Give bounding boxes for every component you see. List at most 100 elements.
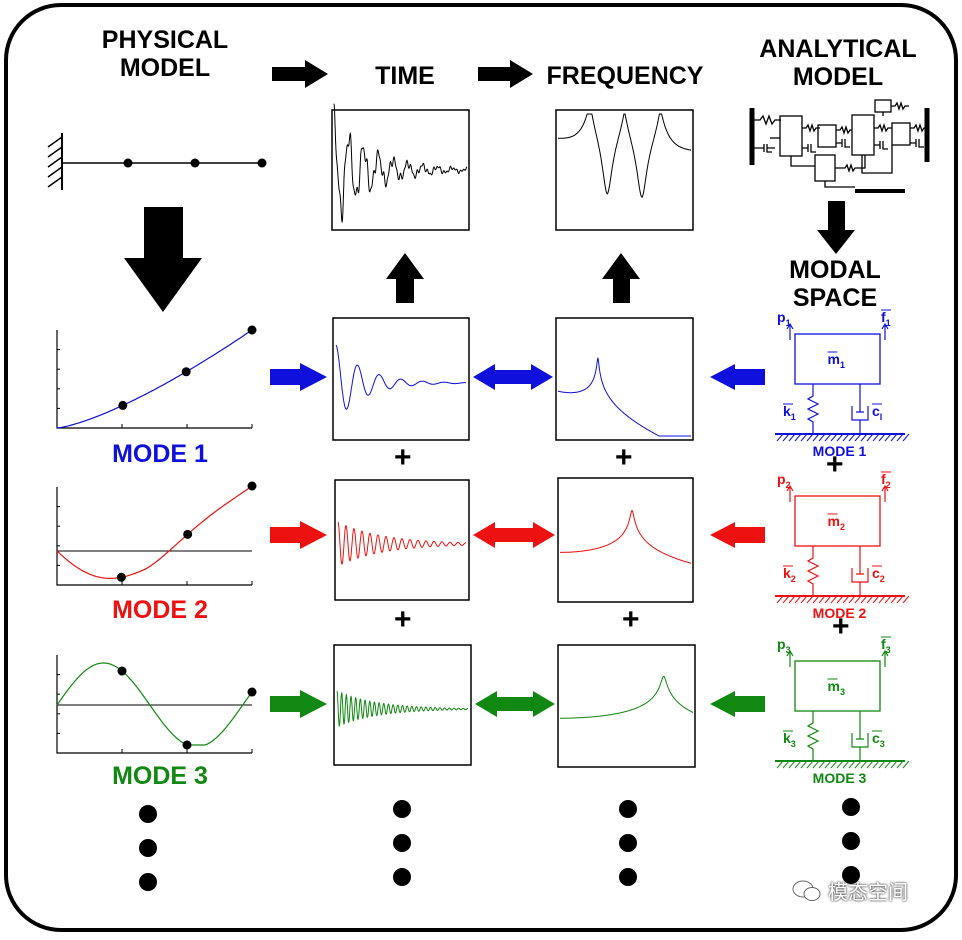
plus-sign-modal-2: + bbox=[832, 610, 850, 643]
sdof-label-c: cl bbox=[872, 403, 882, 422]
mode-double-arrow bbox=[475, 691, 555, 717]
sdof-label-f-sub: 2 bbox=[886, 480, 891, 490]
mode-2-label: MODE 2 bbox=[112, 596, 208, 624]
header-physical-model-line2: MODEL bbox=[119, 54, 211, 82]
sdof-ground-hatch bbox=[812, 595, 820, 604]
mode-frequency-curve bbox=[560, 509, 692, 564]
summed-time-response-box bbox=[331, 109, 470, 231]
sdof-ground-hatch bbox=[794, 433, 802, 442]
beam-node bbox=[123, 158, 133, 168]
sdof-ground-hatch bbox=[842, 595, 850, 604]
sdof-ground-hatch bbox=[854, 595, 862, 604]
sdof-ground-hatch bbox=[860, 760, 868, 769]
sdof-ground-hatch bbox=[902, 595, 910, 604]
sdof-ground-hatch bbox=[830, 433, 838, 442]
sdof-spring bbox=[806, 711, 820, 761]
mode-arrow-to-time bbox=[270, 521, 327, 549]
beam-node bbox=[190, 158, 200, 168]
sdof-label-m: m2 bbox=[828, 513, 845, 532]
sdof-ground-hatch bbox=[854, 760, 862, 769]
plus-sign-freq-1: + bbox=[615, 441, 633, 474]
sdof-mass-block bbox=[794, 660, 881, 712]
sdof-ground-hatch bbox=[782, 760, 790, 769]
sdof-spring bbox=[806, 384, 820, 434]
sdof-ground-hatch bbox=[782, 433, 790, 442]
sdof-ground-hatch bbox=[806, 433, 814, 442]
outer-frame bbox=[4, 3, 958, 932]
watermark-text: 模态空间 bbox=[828, 882, 908, 904]
mode-shape-axes bbox=[56, 487, 252, 586]
sdof-ground-hatch bbox=[884, 760, 892, 769]
sdof-label-p-sub: 2 bbox=[786, 480, 791, 490]
analytical-down-arrow bbox=[817, 201, 855, 254]
watermark: 模态空间 bbox=[792, 876, 908, 905]
sdof-label-k: k2 bbox=[783, 565, 796, 584]
summed-time-curve bbox=[333, 103, 468, 224]
header-modal-space-line1: MODAL bbox=[789, 256, 881, 284]
ellipsis-frequency bbox=[619, 800, 639, 902]
sdof-label-f-sub: 3 bbox=[886, 645, 891, 655]
sdof-label-f: f2 bbox=[881, 471, 891, 490]
header-physical-model: PHYSICAL MODEL bbox=[70, 26, 260, 82]
sdof-label-p-sub: 1 bbox=[786, 318, 791, 328]
mode-arrow-from-modal bbox=[710, 364, 765, 390]
beam-node bbox=[257, 158, 267, 168]
sdof-ground-hatch bbox=[866, 760, 874, 769]
sdof-label-p-sub: 3 bbox=[786, 645, 791, 655]
wechat-icon bbox=[792, 880, 821, 901]
sdof-mode-caption: MODE 2 bbox=[813, 605, 867, 621]
sdof-ground-hatch bbox=[884, 433, 892, 442]
sdof-label-c-sub: l bbox=[880, 412, 883, 422]
sdof-label-f-sub: 1 bbox=[886, 318, 891, 328]
mode-1-label: MODE 1 bbox=[112, 440, 208, 468]
sdof-label-c-sub: 2 bbox=[880, 574, 885, 584]
sdof-ground-hatch bbox=[830, 595, 838, 604]
sdof-ground-hatch bbox=[812, 433, 820, 442]
sdof-ground-hatch bbox=[800, 595, 808, 604]
sdof-ground-hatch bbox=[878, 433, 886, 442]
mode-shape-curve bbox=[56, 329, 253, 429]
sdof-force-arrow-p bbox=[786, 649, 794, 667]
sdof-ground-hatch bbox=[794, 595, 802, 604]
header-analytical-model-line2: MODEL bbox=[792, 63, 884, 91]
sdof-label-m: m1 bbox=[828, 351, 845, 370]
sdof-ground-hatch bbox=[836, 760, 844, 769]
sdof-label-k-sub: 2 bbox=[791, 574, 796, 584]
mode-shape-node bbox=[183, 529, 193, 539]
sdof-label-k: k3 bbox=[783, 730, 796, 749]
sdof-mass-block bbox=[794, 495, 881, 547]
mode-shape-node bbox=[117, 666, 127, 676]
mode-frequency-curve bbox=[560, 675, 694, 719]
sdof-label-f: f1 bbox=[881, 309, 891, 328]
sdof-ground-hatch bbox=[902, 760, 910, 769]
sdof-ground-hatch bbox=[872, 760, 880, 769]
header-frequency: FREQUENCY bbox=[546, 62, 704, 90]
sdof-ground-hatch bbox=[884, 595, 892, 604]
analytical-model-schematic bbox=[749, 99, 930, 193]
mode-time-box bbox=[334, 479, 470, 601]
sdof-damper bbox=[851, 546, 869, 596]
sdof-ground-hatch bbox=[776, 595, 784, 604]
sdof-ground-hatch bbox=[896, 760, 904, 769]
mode-frequency-box bbox=[557, 644, 696, 768]
arrow-physical-to-time bbox=[272, 60, 328, 88]
plus-sign-modal-1: + bbox=[826, 448, 844, 481]
sdof-mode-caption: MODE 3 bbox=[813, 770, 867, 786]
mode-double-arrow bbox=[473, 522, 555, 548]
plus-sign-time-2: + bbox=[394, 603, 412, 636]
sdof-ground-hatch bbox=[836, 433, 844, 442]
sdof-mass-block bbox=[794, 333, 881, 385]
sdof-ground-hatch bbox=[878, 760, 886, 769]
sdof-ground-hatch bbox=[872, 433, 880, 442]
sdof-force-arrow-f bbox=[881, 484, 889, 502]
arrow-time-to-frequency bbox=[478, 60, 533, 88]
sdof-ground-hatch bbox=[818, 595, 826, 604]
mode-shape-node bbox=[181, 367, 191, 377]
mode-shape-node bbox=[182, 740, 192, 750]
